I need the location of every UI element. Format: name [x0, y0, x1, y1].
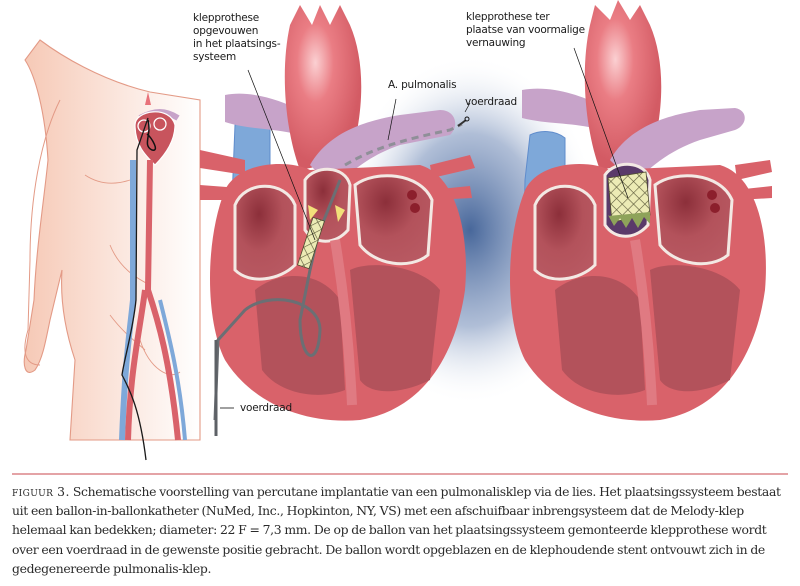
label-guidewire-top: voerdraad [465, 96, 517, 108]
heart-deployed [510, 0, 772, 421]
label-pulmonary-artery: A. pulmonalis [388, 79, 457, 91]
figure-number: figuur 3. [12, 484, 70, 499]
caption-divider [12, 473, 788, 475]
label-folded-valve: klepprothese opgevouwen in het plaatsing… [193, 12, 281, 63]
figure-caption: figuur 3. Schematische voorstelling van … [12, 482, 792, 578]
label-guidewire-bottom: voerdraad [240, 402, 292, 414]
body-figure [23, 39, 201, 461]
label-valve-in-place: klepprothese ter plaatse van voormalige … [466, 11, 585, 49]
heart-delivery [200, 5, 475, 436]
caption-text: Schematische voorstelling van percutane … [12, 484, 781, 576]
medical-illustration: klepprothese opgevouwen in het plaatsing… [23, 0, 772, 461]
illustration-svg [23, 0, 772, 461]
